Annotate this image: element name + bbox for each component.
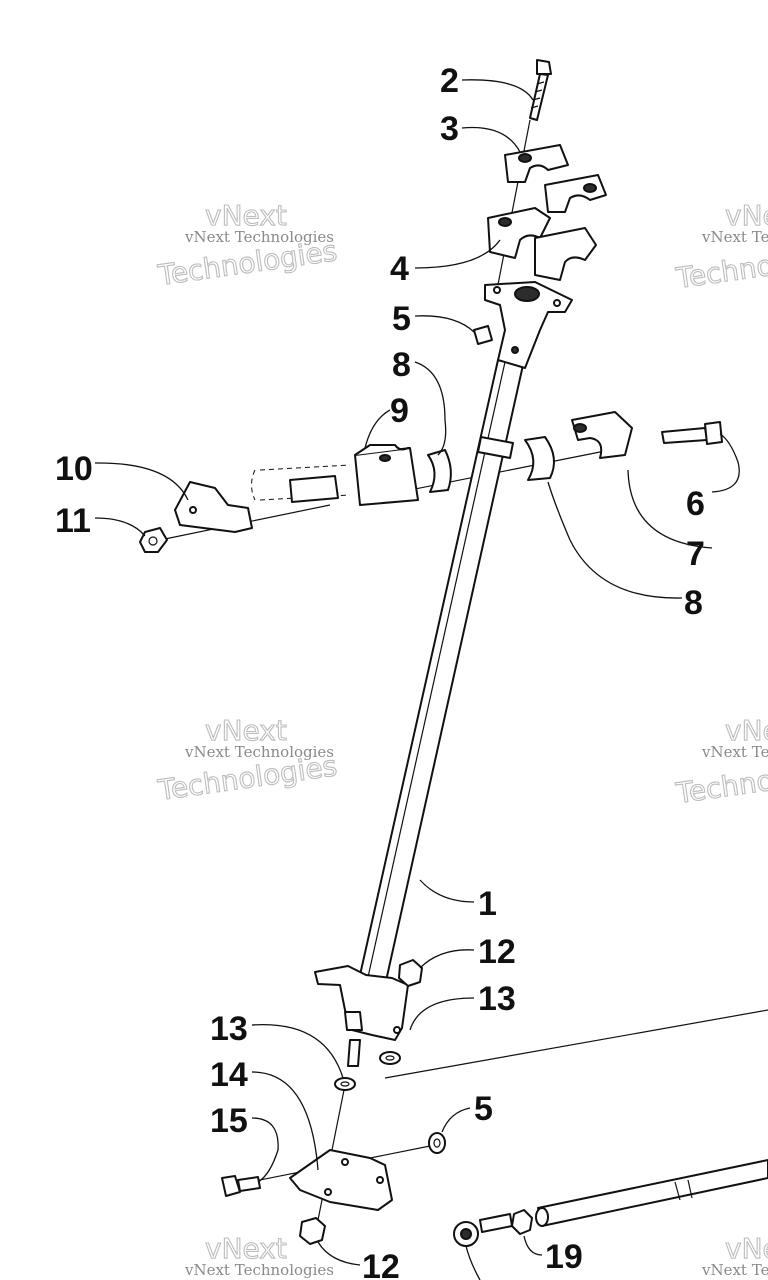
callout-2: 2: [440, 62, 459, 100]
nut-12-lower: [299, 1217, 326, 1245]
svg-text:vNext Technologies: vNext Technologies: [701, 743, 768, 761]
clamp-half-8-left: [427, 449, 452, 493]
watermark-top-right: vNext Technologies vNext Technologies: [673, 198, 768, 295]
callout-9: 9: [390, 392, 409, 430]
watermark-bottom-right: vNext vNext Technologies: [701, 1231, 768, 1279]
rod-end: [453, 1213, 513, 1247]
callout-6: 6: [686, 485, 705, 523]
callout-7: 7: [686, 535, 705, 573]
watermark-bottom-left: vNext vNext Technologies: [184, 1231, 334, 1279]
nut-12-upper: [398, 959, 423, 987]
svg-text:vNext Technologies: vNext Technologies: [184, 228, 334, 246]
upper-post-bracket: [484, 281, 573, 369]
callout-1: 1: [478, 885, 497, 923]
svg-text:vNext: vNext: [725, 199, 768, 232]
svg-text:vNext: vNext: [725, 1232, 768, 1265]
washer-13-left: [334, 1077, 356, 1091]
stud: [347, 1039, 361, 1067]
nut-19: [511, 1209, 533, 1235]
callout-12-lower: 12: [362, 1248, 400, 1280]
watermark-mid-right: vNext Technologies vNext Technologies: [673, 713, 768, 810]
svg-text:vNext: vNext: [205, 714, 287, 747]
callout-10: 10: [55, 450, 93, 488]
leader-lines: [94, 79, 740, 1280]
svg-text:vNext Technologies: vNext Technologies: [184, 743, 334, 761]
callout-11: 11: [55, 502, 91, 540]
washer-13-right: [379, 1051, 401, 1065]
callout-8-right: 8: [684, 584, 703, 622]
bolt-6: [661, 421, 723, 445]
handlebar-upper-cap: [504, 144, 607, 213]
shaft-collar: [477, 436, 514, 459]
callout-15: 15: [210, 1102, 248, 1140]
svg-text:vNext Technologies: vNext Technologies: [701, 1261, 768, 1279]
bolt-2: [529, 59, 552, 121]
svg-text:vNext: vNext: [725, 714, 768, 747]
watermark-mid-left: vNext Technologies vNext Technologies: [155, 713, 340, 807]
svg-text:vNext: vNext: [205, 199, 287, 232]
callout-3: 3: [440, 110, 459, 148]
svg-text:vNext: vNext: [205, 1232, 287, 1265]
clamp-cap-7: [571, 411, 633, 459]
callout-19: 19: [545, 1238, 583, 1276]
callout-labels: 2 3 4 5 8 9 10 11 6 7 8 1 12 13 13 14 15…: [55, 62, 705, 1280]
callout-14: 14: [210, 1056, 248, 1094]
nut-11: [139, 527, 168, 553]
callout-12: 12: [478, 933, 516, 971]
tie-rod: [535, 1159, 768, 1227]
bracket-10: [174, 481, 253, 533]
clamp-block-9: [354, 444, 419, 506]
callout-4: 4: [390, 250, 409, 288]
callout-8: 8: [392, 346, 411, 384]
nut-5-upper: [473, 325, 493, 345]
callout-5-lower: 5: [474, 1090, 493, 1128]
svg-text:vNext Technologies: vNext Technologies: [184, 1261, 334, 1279]
nut-5-lower: [428, 1132, 446, 1154]
bolt-15: [221, 1175, 261, 1197]
mount-bracket-14: [289, 1149, 393, 1211]
callout-13-right: 13: [478, 980, 516, 1018]
lower-post-bracket: [314, 965, 409, 1041]
clamp-half-8-right: [524, 436, 555, 481]
handlebar-phantom: [251, 464, 351, 503]
handlebar-lower-block: [487, 207, 597, 281]
callout-5: 5: [392, 300, 411, 338]
watermark-top-left: vNext Technologies vNext Technologies: [155, 198, 340, 292]
svg-text:vNext Technologies: vNext Technologies: [701, 228, 768, 246]
callout-13-left: 13: [210, 1010, 248, 1048]
